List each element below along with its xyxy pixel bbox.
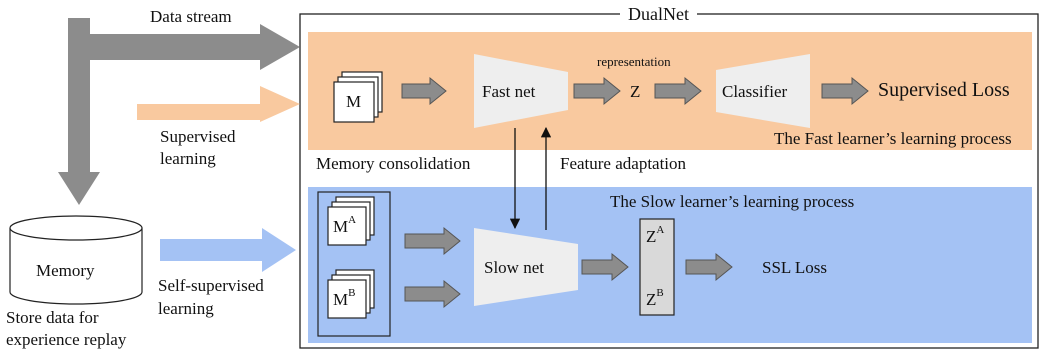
z-b-label: ZB	[646, 287, 664, 309]
data-stream-label: Data stream	[150, 7, 232, 26]
fast-memory-label: M	[346, 92, 362, 111]
arrow-ma-to-slownet	[404, 226, 461, 256]
memory-caption-line2: experience replay	[6, 330, 127, 349]
slow-panel-title: The Slow learner’s learning process	[610, 192, 855, 211]
arrow-slownet-to-z	[581, 252, 629, 282]
z-pair-box	[639, 218, 675, 316]
fast-net-shape	[474, 54, 568, 128]
memory-cylinder	[9, 215, 143, 305]
memory-caption-line1: Store data for	[6, 308, 99, 327]
arrow-z-to-ssl-loss	[685, 252, 733, 282]
slow-memory-b-label: MB	[333, 287, 356, 309]
self-supervised-label-line2: learning	[158, 299, 214, 318]
arrow-m-to-fastnet	[401, 76, 447, 106]
fast-panel-title: The Fast learner’s learning process	[774, 129, 1012, 148]
slow-memory-stack-a	[327, 196, 375, 246]
self-supervised-label-line1: Self-supervised	[158, 276, 264, 295]
self-supervised-arrow	[160, 228, 296, 272]
supervised-label-line1: Supervised	[160, 127, 236, 146]
arrow-mb-to-slownet	[404, 279, 461, 309]
z-a-label: ZA	[646, 224, 665, 246]
fast-memory-stack	[333, 71, 383, 123]
memory-input-arrow	[58, 18, 100, 205]
memory-consolidation-label: Memory consolidation	[316, 154, 471, 173]
supervised-loss-label: Supervised Loss	[878, 79, 1010, 101]
slow-net-label: Slow net	[484, 258, 544, 277]
slow-net-shape	[474, 228, 578, 306]
fast-net-label: Fast net	[482, 82, 536, 101]
supervised-arrow	[115, 86, 300, 212]
classifier-label: Classifier	[722, 82, 788, 101]
data-stream-arrow	[68, 18, 300, 70]
slow-memory-group	[317, 191, 391, 337]
ssl-loss-label: SSL Loss	[762, 258, 828, 277]
arrow-classifier-to-loss	[821, 76, 869, 106]
z-label: Z	[630, 82, 641, 101]
slow-memory-stack-b	[327, 269, 375, 319]
slow-memory-a-label: MA	[333, 214, 357, 236]
dualnet-title: DualNet	[620, 4, 697, 25]
arrow-z-to-classifier	[654, 76, 702, 106]
arrow-fastnet-to-z	[573, 76, 621, 106]
memory-label: Memory	[36, 261, 95, 280]
representation-label: representation	[597, 54, 671, 69]
feature-adaptation-label: Feature adaptation	[560, 154, 687, 173]
supervised-label-line2: learning	[160, 149, 216, 168]
classifier-shape	[716, 54, 810, 128]
